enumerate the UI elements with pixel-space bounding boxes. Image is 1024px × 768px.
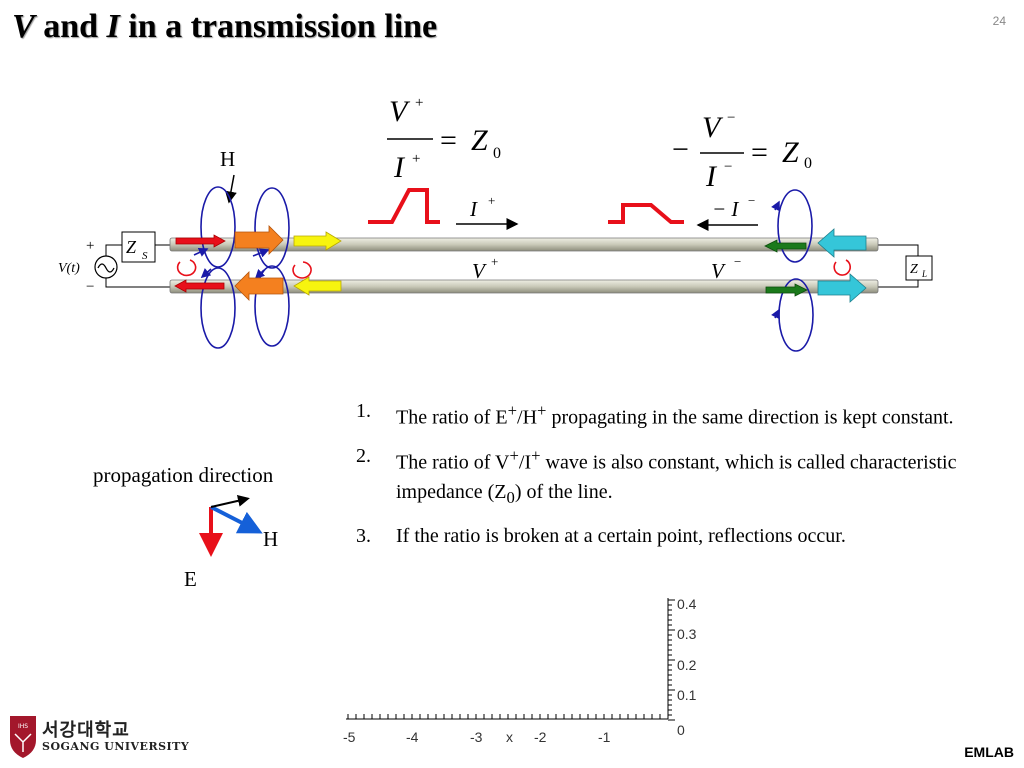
v-forward-sup: + [491, 254, 498, 269]
backward-pulse [608, 203, 684, 224]
legend-e-label: E [184, 567, 197, 591]
logo-english-name: SOGANG UNIVERSITY [42, 740, 190, 753]
v-backward-label: V [711, 259, 726, 283]
zs-sub: S [142, 250, 148, 262]
source-circuit: + − V(t) Z S [58, 231, 172, 295]
eq-bwd-num-sup: − [727, 110, 735, 126]
i-backward-sup: − [748, 193, 755, 208]
propagation-direction-label: propagation direction [93, 463, 274, 487]
eq-fwd-rhs: Z [471, 124, 488, 157]
source-plus: + [86, 238, 94, 254]
slide-title: V and I in a transmission line [12, 8, 437, 46]
propagation-vector-arrow [210, 494, 250, 508]
equation-forward: V + I + = Z 0 [387, 95, 501, 184]
eq-fwd-rhs-sub: 0 [493, 145, 501, 162]
logo-badge: IHS [18, 723, 28, 730]
sine-icon [97, 263, 115, 273]
eq-bwd-rhs-sub: 0 [804, 155, 812, 172]
v-forward-label: V [472, 259, 487, 283]
top-conductor [169, 237, 879, 252]
y-tick-0.4: 0.4 [677, 596, 697, 612]
key-points-list: 1. The ratio of E+/H+ propagating in the… [356, 396, 986, 559]
h-label: H [220, 147, 235, 171]
source-label: V(t) [58, 261, 80, 276]
h-vector-arrow [210, 505, 263, 534]
transmission-line-diagram: V + I + = Z 0 − V − I − = Z 0 H I + − I … [58, 95, 933, 352]
eq-bwd-den: I [705, 160, 718, 193]
i-backward-label: − I [712, 197, 739, 221]
x-tick--5: -5 [343, 729, 356, 745]
page-number: 24 [992, 14, 1006, 28]
eq-fwd-eq: = [440, 124, 457, 157]
eq-fwd-num-sup: + [415, 95, 423, 111]
forward-arrows-top [175, 225, 342, 255]
backward-arrows-bottom [765, 273, 867, 303]
title-rest: in a transmission line [119, 8, 438, 45]
title-and: and [34, 8, 107, 45]
point-1-number: 1. [356, 400, 371, 422]
forward-arrows-bottom [174, 271, 342, 301]
title-v: V [12, 8, 35, 45]
i-forward-label: I [469, 197, 478, 221]
eq-bwd-minus: − [672, 133, 689, 166]
eq-bwd-num: V [702, 111, 724, 144]
shield-icon [10, 716, 36, 758]
zs-label: Z [126, 237, 137, 257]
point-2-number: 2. [356, 444, 371, 467]
point-3: 3. If the ratio is broken at a certain p… [356, 521, 986, 551]
point-2: 2. The ratio of V+/I+ wave is also const… [356, 441, 986, 514]
legend-h-label: H [263, 527, 279, 551]
y-tick-0: 0 [677, 722, 685, 738]
x-tick--3: -3 [470, 729, 483, 745]
load-circuit: Z L [877, 244, 933, 288]
e-field-arrows [193, 200, 780, 320]
zs-box [121, 231, 156, 263]
equation-backward: − V − I − = Z 0 [672, 110, 812, 193]
point-2-text: The ratio of V+/I+ wave is also constant… [396, 445, 957, 508]
bottom-conductor [169, 279, 879, 294]
forward-pulse [368, 188, 440, 224]
point-3-number: 3. [356, 525, 371, 548]
lab-name: EMLAB [964, 744, 1014, 760]
y-tick-0.3: 0.3 [677, 626, 697, 642]
curl-arrows [176, 259, 851, 279]
backward-arrows-top [764, 228, 867, 258]
v-backward-sup: − [734, 254, 741, 269]
eq-bwd-den-sup: − [724, 159, 732, 175]
x-axis-label: x [506, 729, 513, 745]
h-field-loops [200, 186, 814, 352]
y-tick-0.1: 0.1 [677, 687, 697, 703]
point-1-text: The ratio of E+/H+ propagating in the sa… [396, 401, 954, 429]
point-3-text: If the ratio is broken at a certain poin… [396, 525, 846, 548]
logo-korean-name: 서강대학교 [42, 720, 130, 741]
x-tick--2: -2 [534, 729, 547, 745]
y-tick-0.2: 0.2 [677, 657, 697, 673]
title-i: I [106, 8, 120, 45]
zl-box [905, 255, 933, 281]
x-tick--1: -1 [598, 729, 611, 745]
eq-bwd-rhs: Z [782, 136, 799, 169]
eq-fwd-den: I [393, 151, 406, 184]
eq-bwd-eq: = [751, 136, 768, 169]
university-logo: IHS [10, 716, 36, 758]
i-forward-sup: + [488, 193, 495, 208]
source-minus: − [86, 279, 94, 295]
x-tick--4: -4 [406, 729, 419, 745]
zl-label: Z [910, 262, 918, 277]
eq-fwd-den-sup: + [412, 151, 420, 167]
zl-sub: L [921, 269, 927, 279]
eq-fwd-num: V [389, 95, 411, 128]
point-1: 1. The ratio of E+/H+ propagating in the… [356, 396, 986, 433]
